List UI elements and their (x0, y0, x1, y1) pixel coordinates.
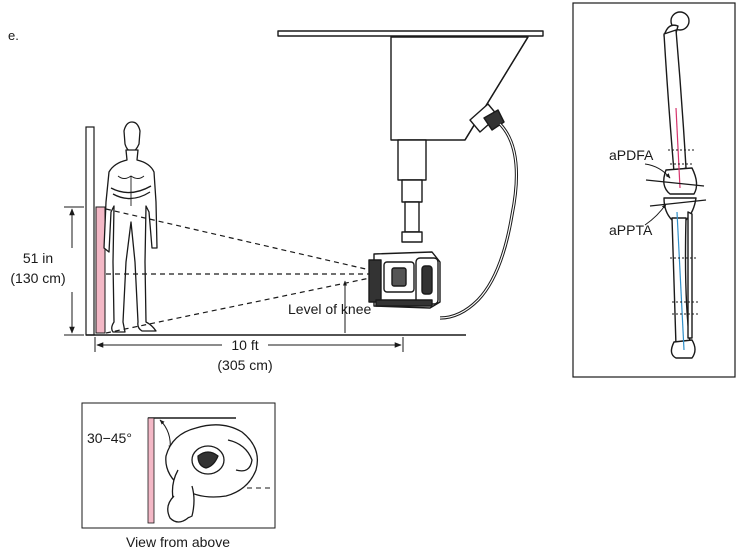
distance-label-cm: (305 cm) (217, 357, 272, 373)
column-middle (401, 179, 423, 203)
distance-dimension: 10 ft (305 cm) (94, 337, 404, 373)
person-chest (117, 175, 145, 206)
collimator-knob (421, 265, 433, 295)
top-view-foot (167, 495, 189, 523)
column-lower (404, 201, 420, 233)
tube-housing (390, 36, 529, 141)
collimator-lens (391, 267, 407, 287)
tibia-mechanical-axis (676, 211, 685, 351)
axis-tick-marks (668, 149, 698, 315)
power-cable (439, 122, 518, 320)
appta-arrow (644, 203, 667, 226)
height-label-cm: (130 cm) (10, 270, 65, 286)
top-view: 30−45° View from above (81, 402, 276, 550)
side-view: 51 in (130 cm) (10, 30, 544, 373)
apdfa-arrow (644, 163, 671, 179)
ankle (670, 339, 696, 359)
top-view-caption: View from above (126, 534, 230, 550)
height-label-in: 51 in (23, 250, 53, 266)
x-ray-beam-lines (105, 208, 371, 334)
standing-person (103, 121, 158, 333)
top-view-hair (197, 451, 219, 469)
femur-joint-line (645, 179, 705, 187)
tibia-joint-line (649, 199, 707, 207)
person-top-view (165, 424, 259, 523)
column-joint (401, 231, 423, 243)
knee-level-label: Level of knee (288, 301, 371, 317)
top-view-cassette (147, 417, 155, 524)
film-cassette (95, 206, 106, 334)
leg-panel-frame (572, 2, 736, 378)
appta-label: aPPTA (609, 222, 653, 238)
ceiling-plate (277, 30, 544, 37)
distance-label-ft: 10 ft (231, 337, 258, 353)
collimator-base (375, 299, 433, 307)
beam-line-top (105, 208, 371, 271)
fibula (687, 211, 693, 339)
panel-letter: e. (8, 28, 19, 43)
apdfa-label: aPDFA (609, 147, 654, 163)
column-upper (397, 139, 427, 181)
femur-mechanical-axis (675, 107, 681, 189)
wall-post (85, 126, 95, 336)
person-body (103, 149, 158, 333)
collimator-face (368, 259, 382, 303)
x-ray-machine (277, 30, 544, 320)
leg-radiograph-panel: aPDFA aPPTA (572, 2, 736, 378)
top-view-arm-right (227, 439, 253, 472)
person-head (123, 121, 141, 153)
rotation-angle-label: 30−45° (87, 430, 132, 446)
height-dimension: 51 in (130 cm) (10, 206, 84, 336)
